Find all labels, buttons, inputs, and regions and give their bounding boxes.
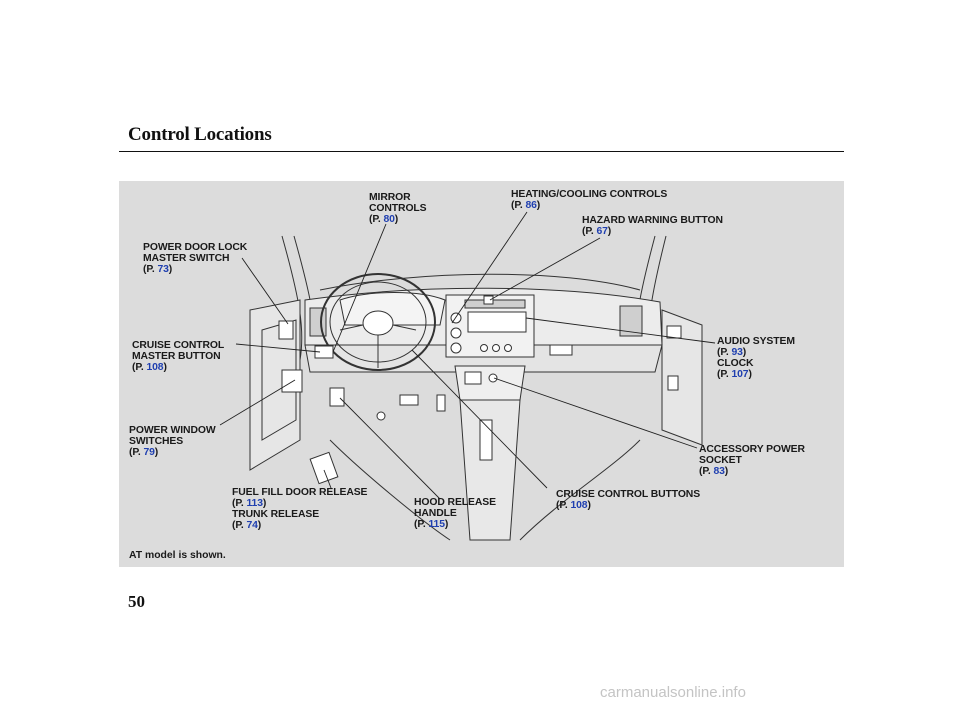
leader-mirror — [332, 223, 387, 353]
leader-door-lock — [241, 257, 289, 325]
label-accessory-socket: ACCESSORY POWER SOCKET (P. 83) — [699, 444, 805, 477]
leader-heating — [451, 211, 528, 324]
leader-window — [219, 379, 296, 426]
page-ref-link[interactable]: 108 — [146, 362, 164, 373]
model-note: AT model is shown. — [129, 550, 226, 561]
leader-fuel — [323, 469, 332, 489]
page-number: 50 — [128, 592, 145, 611]
label-cruise-master: CRUISE CONTROL MASTER BUTTON (P. 108) — [132, 340, 225, 373]
label-heating-cooling: HEATING/COOLING CONTROLS (P. 86) — [511, 189, 668, 211]
page-ref-link[interactable]: 79 — [143, 447, 155, 458]
page-ref-link[interactable]: 115 — [428, 519, 445, 530]
label-fuel-trunk: FUEL FILL DOOR RELEASE (P. 113) TRUNK RE… — [232, 487, 368, 531]
leader-accessory — [493, 377, 698, 449]
page-ref-link[interactable]: 74 — [246, 520, 258, 531]
page-ref-link[interactable]: 107 — [731, 369, 749, 380]
page-ref-link[interactable]: 67 — [596, 226, 608, 237]
label-hazard-button: HAZARD WARNING BUTTON (P. 67) — [582, 215, 723, 237]
page-ref-link[interactable]: 108 — [570, 500, 588, 511]
page-title: Control Locations — [128, 124, 272, 145]
label-power-window: POWER WINDOW SWITCHES (P. 79) — [129, 425, 216, 458]
leader-hood — [339, 397, 441, 500]
page-ref-link[interactable]: 73 — [157, 264, 169, 275]
label-mirror-controls: MIRROR CONTROLS (P. 80) — [369, 192, 427, 225]
page-ref-link[interactable]: 80 — [383, 214, 395, 225]
leader-cruise-buttons — [411, 349, 548, 489]
title-divider — [119, 151, 844, 152]
label-audio-clock: AUDIO SYSTEM (P. 93) CLOCK (P. 107) — [717, 336, 795, 380]
label-cruise-buttons: CRUISE CONTROL BUTTONS (P. 108) — [556, 489, 701, 511]
leader-hazard — [489, 237, 601, 301]
label-hood-release: HOOD RELEASE HANDLE (P. 115) — [414, 497, 496, 530]
watermark: carmanualsonline.info — [600, 684, 746, 701]
leader-cruise-master — [235, 343, 321, 353]
page-ref-link[interactable]: 83 — [713, 466, 725, 477]
page-ref-link[interactable]: 86 — [525, 200, 537, 211]
leader-audio — [525, 317, 716, 344]
page-ref-link[interactable]: 113 — [246, 498, 263, 509]
page-ref-link[interactable]: 93 — [731, 347, 743, 358]
label-door-lock: POWER DOOR LOCK MASTER SWITCH (P. 73) — [143, 242, 248, 275]
